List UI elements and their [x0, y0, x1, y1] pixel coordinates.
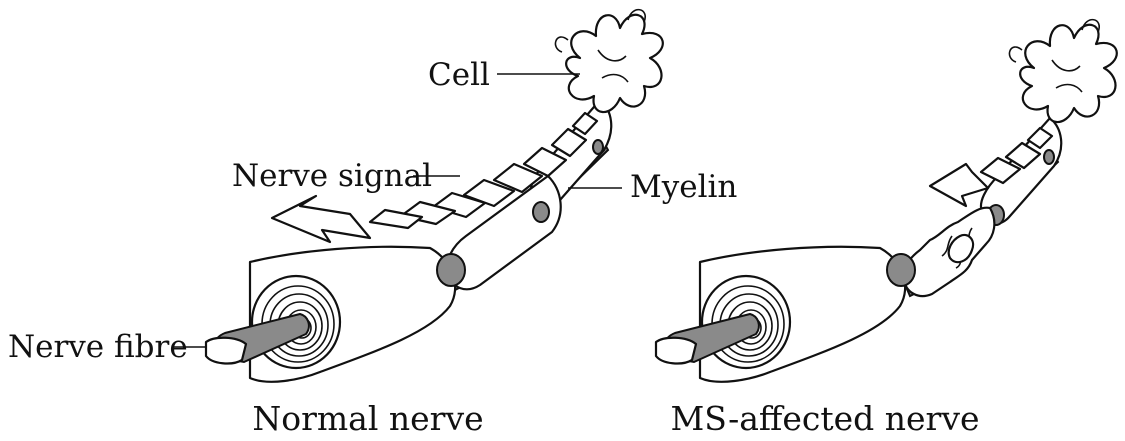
label-nerve-fibre: Nerve fibre: [8, 329, 188, 365]
nerve-cell-body: [1009, 20, 1116, 122]
label-myelin: Myelin: [630, 169, 737, 205]
label-cell: Cell: [428, 57, 490, 93]
caption-normal-nerve: Normal nerve: [252, 399, 483, 438]
caption-ms-affected-nerve: MS-affected nerve: [670, 399, 979, 438]
label-nerve-signal: Nerve signal: [232, 158, 432, 194]
nerve-cell-body: [555, 10, 662, 112]
